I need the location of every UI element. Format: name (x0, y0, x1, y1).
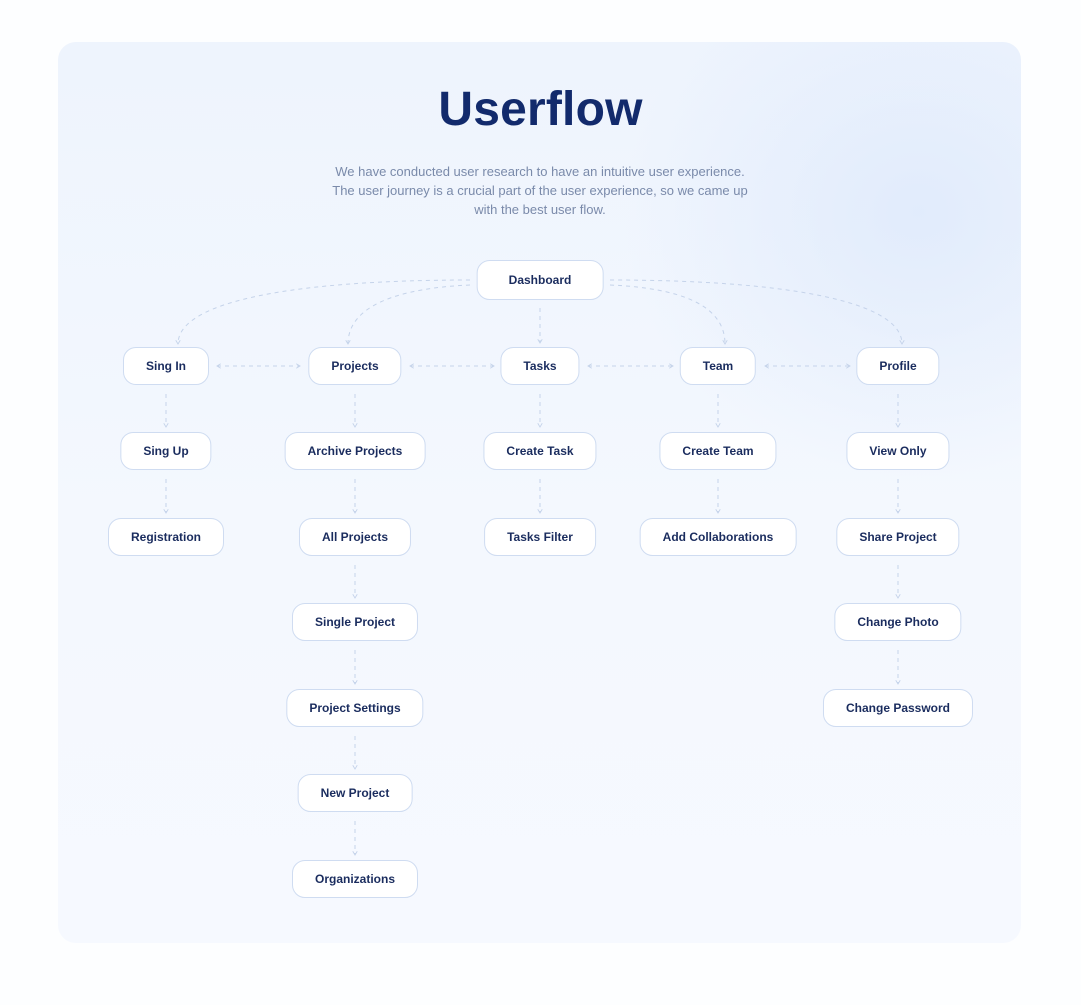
node-sign-up[interactable]: Sing Up (120, 432, 212, 470)
node-tasks-filter[interactable]: Tasks Filter (484, 518, 596, 556)
node-change-photo[interactable]: Change Photo (834, 603, 962, 641)
description-line: The user journey is a crucial part of th… (332, 183, 748, 198)
node-change-password[interactable]: Change Password (822, 689, 974, 727)
page-description: We have conducted user research to have … (320, 162, 760, 219)
node-archive-projects[interactable]: Archive Projects (284, 432, 426, 470)
node-single-project[interactable]: Single Project (291, 603, 419, 641)
node-create-team[interactable]: Create Team (659, 432, 777, 470)
description-line: We have conducted user research to have … (335, 164, 745, 179)
node-dashboard[interactable]: Dashboard (476, 260, 604, 300)
node-tasks[interactable]: Tasks (500, 347, 580, 385)
node-registration[interactable]: Registration (107, 518, 225, 556)
node-all-projects[interactable]: All Projects (298, 518, 412, 556)
node-team[interactable]: Team (679, 347, 757, 385)
node-share-project[interactable]: Share Project (836, 518, 960, 556)
node-create-task[interactable]: Create Task (483, 432, 597, 470)
node-organizations[interactable]: Organizations (291, 860, 419, 898)
node-new-project[interactable]: New Project (297, 774, 413, 812)
node-project-settings[interactable]: Project Settings (286, 689, 424, 727)
page-title: Userflow (438, 83, 643, 136)
node-profile[interactable]: Profile (856, 347, 940, 385)
node-projects[interactable]: Projects (308, 347, 402, 385)
node-view-only[interactable]: View Only (846, 432, 950, 470)
description-line: with the best user flow. (474, 202, 606, 217)
node-add-collaborations[interactable]: Add Collaborations (639, 518, 797, 556)
node-sign-in[interactable]: Sing In (123, 347, 209, 385)
